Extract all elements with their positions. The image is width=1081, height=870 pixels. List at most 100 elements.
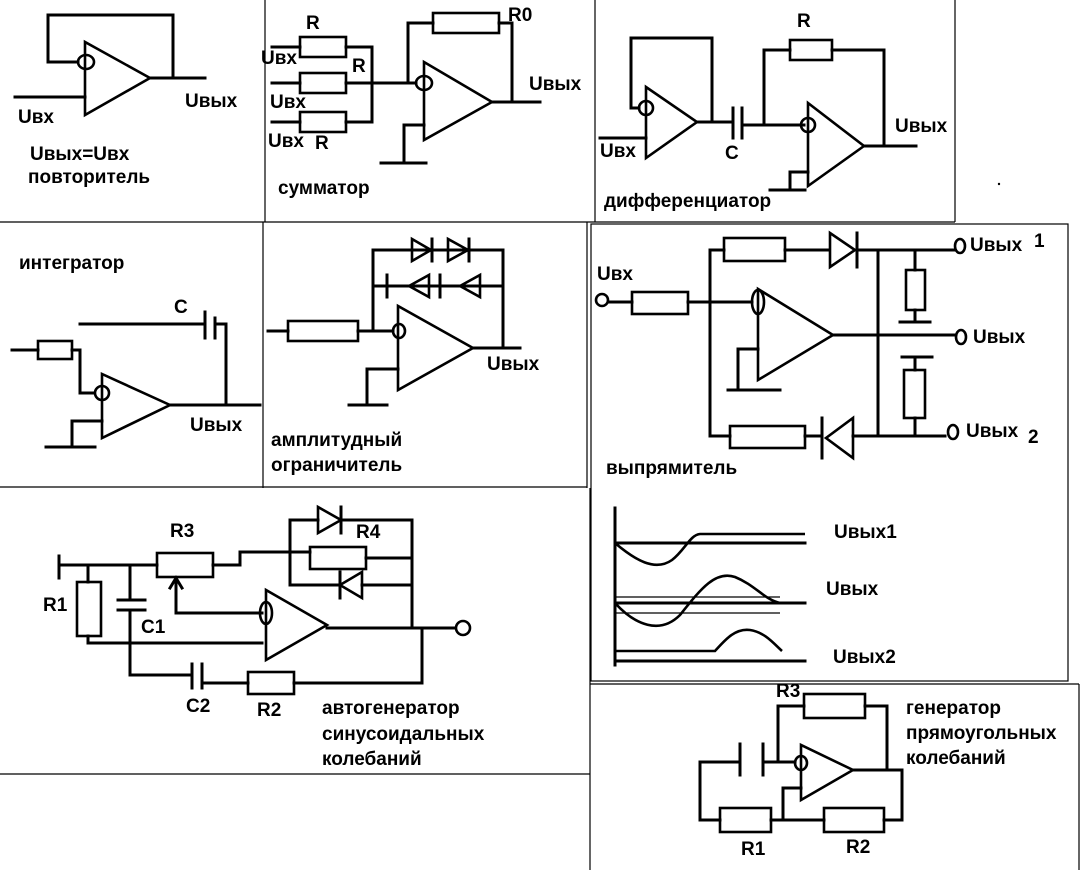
op-amp [799,742,856,803]
inverting-input-marker [258,600,274,626]
wave-label-out: Uвых [826,579,879,600]
oscillator-caption-line1: автогенератор [322,698,460,719]
integrator-caption: интегратор [19,253,124,274]
output-label: Uвых [895,116,948,137]
summing-wire [344,45,418,124]
resistor-r2 [822,806,886,834]
rectifier-circuit: Uвх Uвых 1 Uвых Uвых 2 выпрямитель [594,230,1045,479]
waveform-out2 [613,628,807,663]
input2-label: Uвх [270,92,306,113]
r3-label: R3 [776,681,800,702]
diode-top [316,504,344,536]
oscillator-circuit: R3 R4 R1 C1 C2 R2 автогенератор синусоид… [43,504,485,770]
oscillator-caption-line2: синусоидальных [322,724,485,745]
r-bot-label: R [315,133,329,154]
input-label: Uвх [18,107,54,128]
ground-wire [736,347,760,392]
r-mid-label: R [352,56,366,77]
potentiometer-r3 [155,551,215,579]
op-amp [396,303,476,393]
c2-label: C2 [186,696,210,717]
load-resistor-top [904,268,927,312]
wave-label-out2: Uвых2 [833,647,896,668]
limiter-caption-line2: ограничитель [271,455,402,476]
c-label: C [725,143,739,164]
square-caption-line3: колебаний [906,748,1006,769]
input-resistor [286,319,360,343]
formula-label: Uвых=Uвх [30,144,130,165]
input3-label: Uвх [268,131,304,152]
integrator-circuit: интегратор C Uвых [10,253,262,449]
r1-label: R1 [43,595,68,616]
feedback-wire [762,48,886,148]
op-amp [756,286,836,383]
load-resistor-bot [902,368,927,420]
diode-pair-reverse [385,272,482,300]
ground-wire [788,170,810,192]
feedback-resistor-top [722,236,787,263]
ground-wire [365,367,400,407]
resistor-r [788,38,834,62]
r2-label: R2 [846,837,870,858]
inverting-input-marker [414,74,434,92]
op-amp [264,587,330,663]
output1-subscript: 1 [1034,231,1045,252]
square-caption-line2: прямоугольных [906,723,1057,744]
input-label: Uвх [600,141,636,162]
resistor-r2 [246,670,296,696]
rectifier-caption: выпрямитель [606,458,737,479]
input-resistor [630,290,690,316]
square-gen-circuit: R3 R1 R2 генератор прямоугольных колебан… [698,681,1057,860]
resistor-r3 [802,692,867,720]
buffer-feedback [629,36,714,124]
output-label: Uвых [529,74,582,95]
diode-bot [823,415,855,461]
resistor-bot [298,110,348,134]
summator-circuit: R R R R0 Uвх Uвх Uвх Uвых сумматор [261,5,582,199]
potentiometer-wiper [167,575,185,615]
output-terminal [954,328,968,346]
follower-caption: повторитель [28,167,150,188]
output2-label: Uвых [966,421,1019,442]
diode-pair-forward [410,236,471,264]
resistor-top [298,35,348,59]
output-label: Uвых [487,354,540,375]
output-label: Uвых [190,415,243,436]
op-amp [806,100,867,189]
feedback-resistor-bot [728,424,807,450]
feedback-wire [406,21,514,104]
stray-dot [997,182,1001,186]
r1-label: R1 [741,839,766,860]
op-amp [422,59,495,143]
resistor-r4 [308,545,368,571]
inverting-input-marker [793,754,809,772]
limiter-caption-line1: амплитудный [271,430,402,451]
resistor-r1 [718,806,773,834]
r0-label: R0 [508,5,532,26]
resistor-r1 [75,580,103,638]
output2-terminal [946,423,960,441]
follower-circuit: Uвх Uвых Uвых=Uвх повторитель [13,13,238,188]
resistor-mid [298,71,348,95]
input-label: Uвх [597,264,633,285]
op-amp [83,39,153,118]
feedback-wire [46,13,175,80]
r4-label: R4 [356,522,381,543]
r2-label: R2 [257,700,281,721]
summator-caption: сумматор [278,178,370,199]
differentiator-circuit: R C Uвх Uвых дифференциатор [598,11,948,212]
waveform-out1 [613,532,807,567]
resistor-r0 [431,11,501,35]
square-caption-line1: генератор [906,698,1001,719]
input-resistor [36,339,74,361]
r-top-label: R [306,13,320,34]
r-label: R [797,11,811,32]
ground-wire [70,419,104,449]
limiter-circuit: Uвых амплитудный ограничитель [266,236,540,476]
output2-subscript: 2 [1028,427,1039,448]
ground-wire [402,123,426,165]
differentiator-caption: дифференциатор [604,191,771,212]
oscillator-caption-line3: колебаний [322,749,422,770]
op-amp [100,371,174,441]
